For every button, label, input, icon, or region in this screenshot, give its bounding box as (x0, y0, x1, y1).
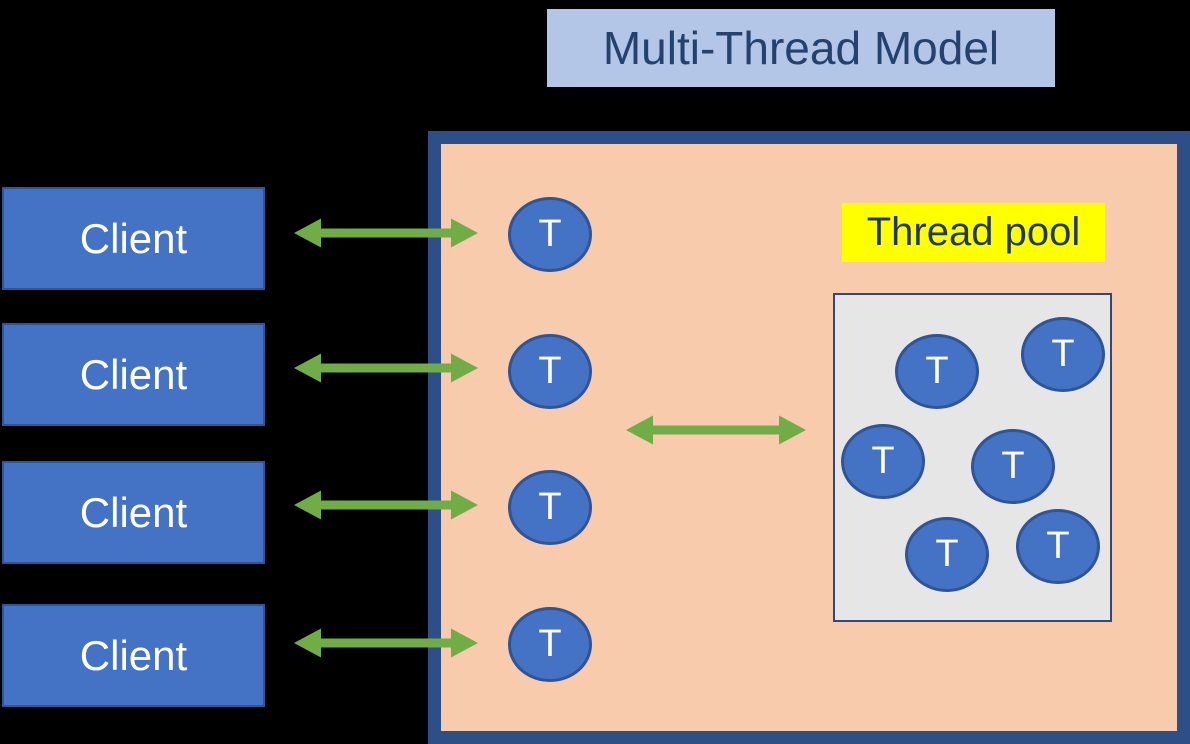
worker-thread-circle: T (508, 334, 592, 409)
pool-thread-circle: T (1021, 317, 1105, 392)
bidirectional-arrow-icon (292, 623, 480, 663)
client-box-3: Client (2, 461, 265, 564)
client-box-4: Client (2, 604, 265, 707)
pool-thread-circle: T (895, 334, 979, 409)
worker-thread-circle: T (508, 470, 592, 545)
client-box-2: Client (2, 323, 265, 426)
worker-thread-circle: T (508, 197, 592, 272)
client-box-1: Client (2, 187, 265, 290)
pool-thread-circle: T (905, 517, 989, 592)
bidirectional-arrow-icon (292, 348, 480, 388)
pool-thread-circle: T (841, 424, 925, 499)
bidirectional-arrow-icon (292, 213, 480, 253)
diagram-title: Multi-Thread Model (547, 9, 1055, 87)
thread-pool-label: Thread pool (842, 203, 1105, 262)
pool-thread-circle: T (971, 429, 1055, 504)
bidirectional-arrow-icon (624, 410, 808, 450)
bidirectional-arrow-icon (292, 485, 480, 525)
worker-thread-circle: T (508, 607, 592, 682)
pool-thread-circle: T (1016, 509, 1100, 584)
